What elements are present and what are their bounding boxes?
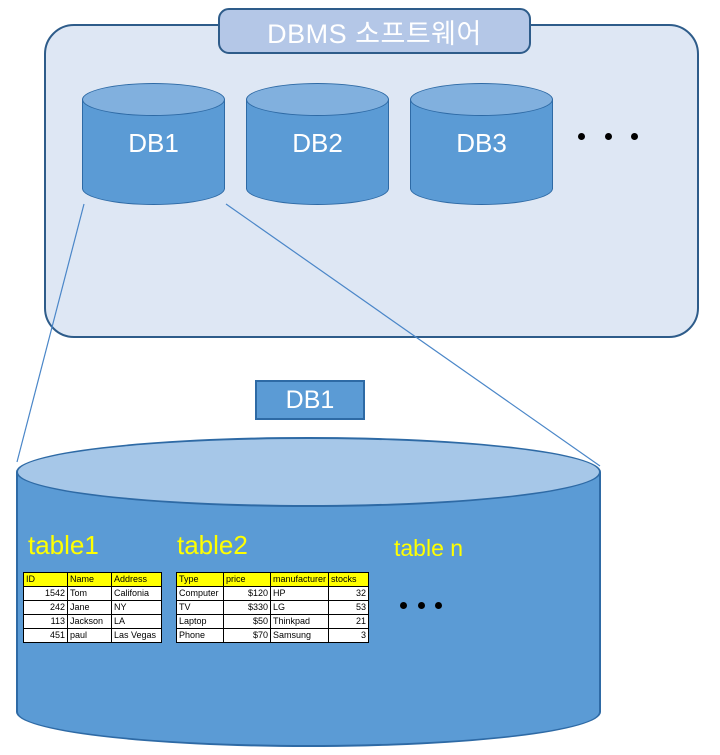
cell-price: $120 [223,586,271,601]
cell-address: NY [111,600,162,615]
column-header: Type [176,572,224,587]
cell-type: Laptop [176,614,224,629]
table-title-tablen: table n [394,535,464,561]
cell-address: Las Vegas [111,628,162,643]
database-cylinder-db2: DB2 [246,83,389,205]
cell-address: Califonia [111,586,162,601]
cell-id: 1542 [23,586,68,601]
cell-price: $70 [223,628,271,643]
cell-name: Jane [67,600,112,615]
table-header-row: ID Name Address [23,572,162,587]
cell-stocks: 32 [328,586,369,601]
cell-id: 113 [23,614,68,629]
table-row: Computer $120 HP 32 [176,586,369,601]
more-databases-ellipsis-icon [578,133,638,140]
cell-stocks: 21 [328,614,369,629]
cell-manufacturer: LG [270,600,329,615]
table-data-table2: Type price manufacturer stocks Computer … [176,572,369,643]
column-header: Name [67,572,112,587]
cell-stocks: 3 [328,628,369,643]
database-label-db2: DB2 [292,128,343,158]
cylinder-body [410,99,553,189]
column-header: stocks [328,572,369,587]
cell-type: TV [176,600,224,615]
column-header: manufacturer [270,572,329,587]
database-cylinder-db1: DB1 [82,83,225,205]
table-title-table2: table2 [177,530,248,560]
cell-name: Jackson [67,614,112,629]
table-title-table1: table1 [28,530,99,560]
database-cylinder-db3: DB3 [410,83,553,205]
cell-manufacturer: Samsung [270,628,329,643]
table-row: 451 paul Las Vegas [23,628,162,643]
cell-name: Tom [67,586,112,601]
table-data-table1: ID Name Address 1542 Tom Califonia 242 J… [23,572,162,643]
cell-id: 451 [23,628,68,643]
cell-manufacturer: HP [270,586,329,601]
table-row: Laptop $50 Thinkpad 21 [176,614,369,629]
table-row: 1542 Tom Califonia [23,586,162,601]
database-detail-cylinder [16,437,601,747]
table-row: 113 Jackson LA [23,614,162,629]
table-row: Phone $70 Samsung 3 [176,628,369,643]
cell-id: 242 [23,600,68,615]
cell-type: Phone [176,628,224,643]
cell-address: LA [111,614,162,629]
cell-manufacturer: Thinkpad [270,614,329,629]
table-row: 242 Jane NY [23,600,162,615]
dbms-software-title: DBMS 소프트웨어 [218,8,531,54]
table-row: TV $330 LG 53 [176,600,369,615]
database-label-db3: DB3 [456,128,507,158]
database-label-db1: DB1 [128,128,179,158]
column-header: Address [111,572,162,587]
cell-price: $330 [223,600,271,615]
detail-database-tag: DB1 [255,380,365,420]
cell-stocks: 53 [328,600,369,615]
cylinder-top [246,83,389,116]
more-tables-ellipsis-icon [400,602,442,609]
cell-price: $50 [223,614,271,629]
cylinder-top [82,83,225,116]
cell-name: paul [67,628,112,643]
column-header: ID [23,572,68,587]
table-header-row: Type price manufacturer stocks [176,572,369,587]
column-header: price [223,572,271,587]
cell-type: Computer [176,586,224,601]
cylinder-top [410,83,553,116]
